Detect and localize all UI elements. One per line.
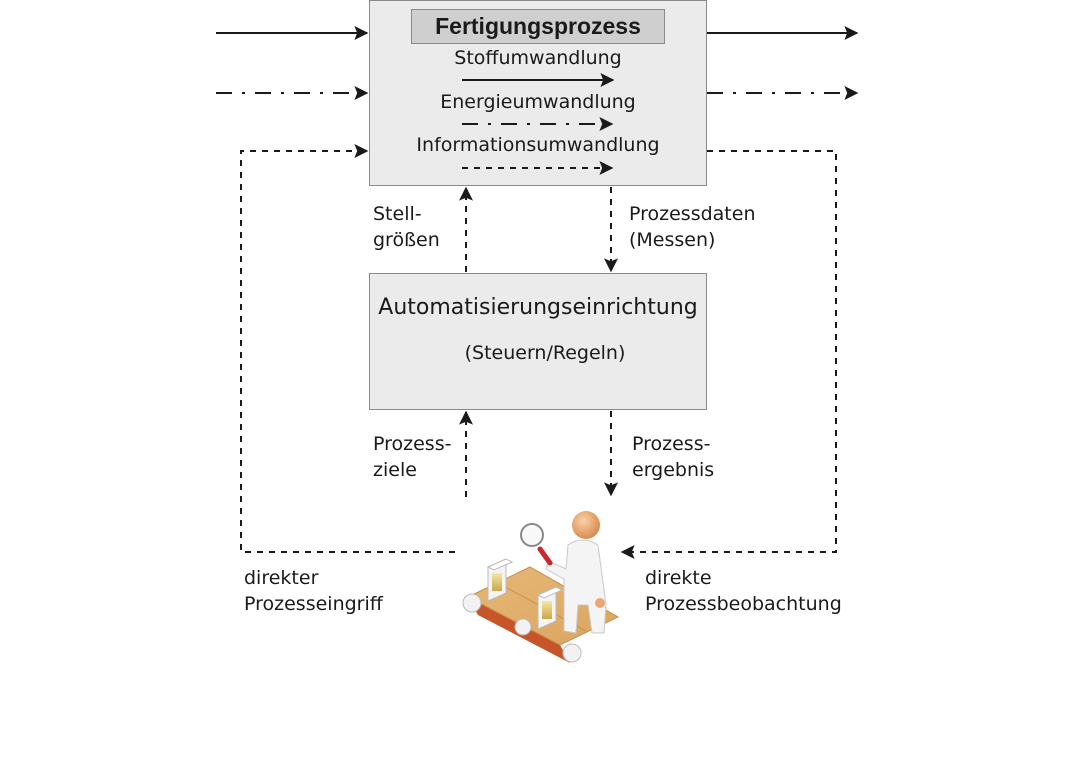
- automation-title: Automatisierungseinrichtung: [378, 295, 698, 320]
- direct-intervention-label: direkter Prozesseingriff: [244, 567, 383, 615]
- automation-system-box: [369, 273, 707, 410]
- process-title: Fertigungsprozess: [435, 13, 641, 39]
- direct-intervention-line: [240, 144, 455, 553]
- process-goals-label: Prozess- ziele: [373, 433, 452, 481]
- energy-transformation-label: Energieumwandlung: [440, 91, 636, 113]
- actuating-variables-label: Stell- größen: [373, 203, 440, 251]
- material-transformation-label: Stoffumwandlung: [454, 47, 622, 69]
- operator-inspecting-conveyor-icon: [462, 511, 620, 663]
- process-title-box: Fertigungsprozess: [411, 9, 665, 44]
- direct-observation-label: direkte Prozessbeobachtung: [645, 567, 842, 615]
- process-data-label: Prozessdaten (Messen): [629, 203, 756, 251]
- automation-subtitle: (Steuern/Regeln): [464, 342, 626, 364]
- process-result-label: Prozess- ergebnis: [632, 433, 715, 481]
- direct-observation-line: [620, 150, 837, 559]
- information-transformation-label: Informationsumwandlung: [416, 134, 660, 156]
